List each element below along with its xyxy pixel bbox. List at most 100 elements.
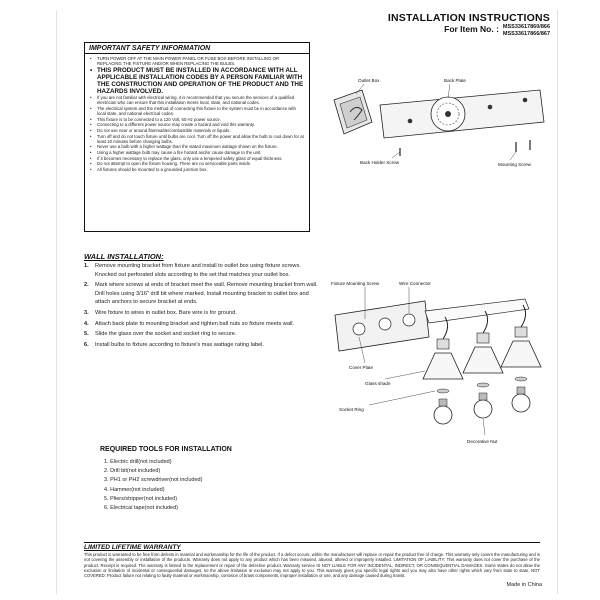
plate-hole (402, 313, 416, 327)
step-item: 5. Slide the glass over the socket and so… (84, 330, 324, 339)
step-item: 1. Remove mounting bracket from fixture a… (84, 262, 324, 279)
socket-ring-shape (514, 376, 528, 382)
wall-installation-steps: 1. Remove mounting bracket from fixture a… (84, 262, 324, 351)
step-item: 3. Wire fixture to wires in outlet box. B… (84, 309, 324, 318)
box-wires (349, 107, 363, 121)
step-number: 4. (84, 320, 89, 327)
label-wire-connector: Wire Connector (399, 281, 431, 286)
safety-item: If it becomes necessary to replace the g… (89, 156, 305, 161)
label-back-plate: Back Plate (444, 78, 466, 83)
step-item: 4. Attach back plate to mounting bracket … (84, 320, 324, 329)
safety-item: TURN POWER OFF AT THE MAIN POWER PANEL O… (89, 56, 305, 66)
label-bar-hold-screw: Back Holder Screw (360, 160, 400, 165)
socket-shape (514, 326, 528, 338)
leader-line (391, 151, 401, 159)
wall-installation-heading: WALL INSTALLATION: (84, 252, 164, 261)
plate-screw (487, 104, 493, 110)
bulb-shape (433, 405, 453, 425)
step-text: Wire fixture to wires in outlet box. Bar… (95, 309, 237, 316)
tool-item: 1. Electric drill(not included) (104, 459, 172, 465)
tool-item: 3. PH1 or PH2 screwdriver(not included) (104, 477, 203, 484)
warranty-divider (84, 542, 540, 543)
label-fixture-mounting-screw: Fixture Mounting Screw (331, 281, 380, 286)
item-number: MSS33617860/866 (502, 24, 550, 30)
safety-item: Do not attempt to open the fixture housi… (89, 161, 305, 166)
page-frame (56, 10, 558, 594)
socket-shape (476, 332, 490, 344)
fixture-arm (424, 298, 530, 324)
step-text: Install bulbs to fixture according to fi… (95, 341, 264, 348)
item-number-list: MSS33617860/866 MSS33617866/867 (503, 24, 550, 38)
glass-shade-shape (422, 352, 464, 380)
step-item: 6. Install bulbs to fixture according to … (84, 341, 324, 350)
safety-info-box: IMPORTANT SAFETY INFORMATION TURN POWER … (84, 42, 310, 232)
safety-item: All fixtures should be mounted to a grou… (89, 167, 305, 172)
step-number: 1. (84, 263, 89, 269)
fixture-exploded-diagram: Fixture Mounting Screw Wire Connector Co… (331, 281, 542, 444)
safety-item: Turn off and do not touch fixture until … (89, 134, 305, 144)
safety-item: Do not use near or around flammable/comb… (89, 128, 305, 133)
label-outlet-box: Outlet Box (358, 78, 380, 83)
leader-line (358, 336, 366, 364)
safety-item: Connecting to a different power source m… (89, 122, 305, 127)
leader-line (482, 418, 486, 436)
step-text: Mark where screws at ends of bracket mee… (95, 282, 318, 306)
glass-shade-shape (500, 340, 542, 368)
safety-item: If you are not familiar with electrical … (89, 95, 305, 105)
safety-item: This fixture is to be connected to a 120… (89, 117, 305, 122)
step-text: Remove mounting bracket from fixture and… (95, 263, 301, 278)
safety-item: The electrical system and the method of … (89, 106, 305, 116)
tool-item: 4. Hammer(not included) (104, 486, 165, 493)
bulb-shape (511, 393, 531, 413)
tools-heading: REQUIRED TOOLS FOR INSTALLATION (100, 446, 232, 453)
step-item: 2. Mark where screws at ends of bracket m… (84, 281, 324, 307)
tool-item: 2. Drill bit(not included) (104, 468, 161, 475)
tool-item: 5. Pliers/stripper(not included) (104, 495, 178, 502)
outlet-box-inner (339, 96, 368, 129)
leader-line (447, 83, 451, 99)
label-glass-shade: Glass shade (365, 381, 391, 386)
item-number-row: For Item No. : MSS33617860/866 MSS336178… (360, 24, 550, 38)
label-decorative-nut: Decorative Nut (467, 439, 498, 444)
plate-screw (407, 118, 413, 124)
leader-line (368, 390, 436, 406)
leader-line (384, 370, 426, 380)
label-cover-plate: Cover Plate (349, 365, 373, 370)
arm-curve (442, 316, 449, 340)
socket-ring-shape (436, 388, 450, 394)
item-number: MSS33617866/867 (502, 31, 550, 37)
step-text: Slide the glass over the socket and sock… (95, 331, 237, 338)
warranty-heading: LIMITED LIFETIME WARRANTY (84, 544, 181, 551)
page-title: INSTALLATION INSTRUCTIONS (387, 12, 550, 24)
label-socket-ring: Socket Ring (339, 407, 364, 412)
bracket-diagram: Outlet Box Back Plate Back Holder Screw … (333, 78, 545, 167)
plate-hole (378, 317, 392, 331)
step-number: 6. (84, 341, 89, 348)
step-number: 5. (84, 331, 89, 338)
step-number: 2. (84, 282, 89, 289)
plate-screw (522, 97, 528, 103)
bulb-base (478, 392, 488, 401)
outlet-inner (436, 102, 460, 126)
bulb-base (516, 386, 526, 395)
bulb-base (438, 398, 448, 407)
bulb-shape (473, 399, 493, 419)
leader-line (509, 151, 517, 161)
glass-shade-shape (462, 346, 504, 374)
safety-item: Using a higher wattage bulb may cause a … (89, 150, 305, 155)
warranty-text: This product is warranted to be free fro… (84, 552, 540, 579)
made-in-label: Made in China (506, 582, 542, 588)
arm-curve (482, 310, 489, 334)
safety-list: TURN POWER OFF AT THE MAIN POWER PANEL O… (85, 56, 309, 172)
step-number: 3. (84, 309, 89, 316)
tools-list: 1. Electric drill(not included) 2. Drill… (104, 458, 202, 513)
socket-shape (436, 338, 450, 350)
safety-heading: IMPORTANT SAFETY INFORMATION (85, 43, 309, 54)
label-mounting-screw: Mounting Screw (498, 162, 532, 167)
tool-item: 6. Electrical tape(not included) (104, 505, 178, 512)
socket-ring-shape (476, 382, 490, 388)
leader-line (355, 83, 365, 95)
safety-item: Never use a bulb with a higher wattage t… (89, 144, 305, 149)
safety-item-emphasis: THIS PRODUCT MUST BE INSTALLED IN ACCORD… (89, 67, 305, 95)
step-text: Attach back plate to mounting bracket an… (95, 320, 294, 327)
